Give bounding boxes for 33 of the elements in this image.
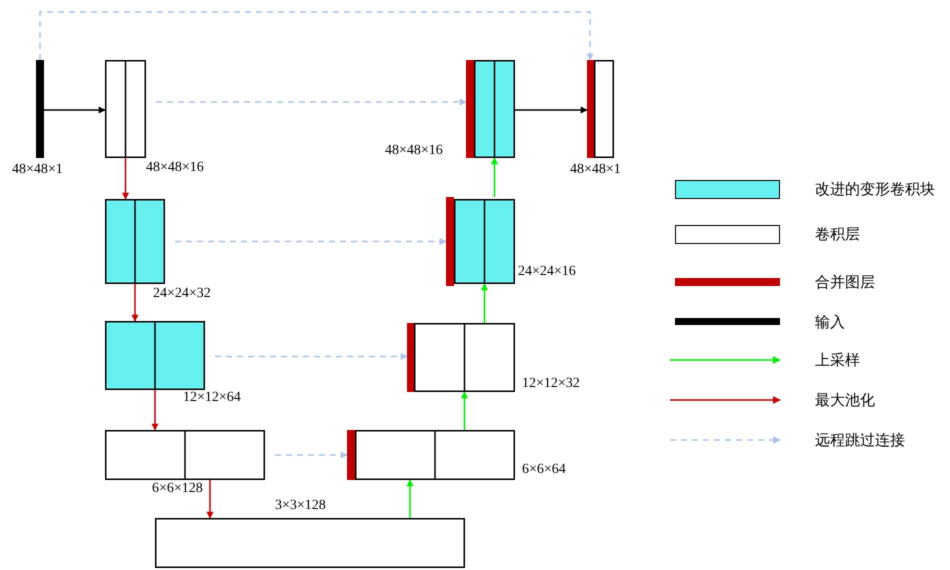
legend-label: 远程跳过连接	[815, 431, 905, 449]
arrow	[515, 106, 588, 114]
skip-connection-arrow	[215, 353, 408, 360]
skip-connection-arrow	[175, 238, 447, 245]
merged-conv-block	[466, 60, 515, 158]
conv-block	[105, 60, 146, 158]
skip-connection-arrow	[39, 11, 594, 61]
arrow	[206, 480, 214, 519]
conv-block	[105, 430, 265, 480]
merged-conv-block	[587, 60, 614, 158]
legend-label: 上采样	[815, 351, 860, 369]
arrow	[132, 284, 138, 322]
skip-connection-arrow	[275, 452, 348, 458]
arrow	[122, 158, 129, 200]
arrow	[461, 391, 468, 430]
legend-label: 输入	[815, 312, 845, 330]
arrow	[44, 106, 106, 114]
conv-block	[105, 321, 205, 390]
input-bar	[36, 60, 44, 158]
merged-conv-block	[407, 323, 515, 392]
arrow	[406, 479, 414, 518]
arrow	[152, 390, 158, 431]
conv-block	[105, 199, 165, 284]
legend-label: 最大池化	[815, 391, 875, 409]
merged-conv-block	[446, 197, 515, 286]
merged-conv-block	[347, 430, 515, 480]
conv-block	[155, 518, 465, 568]
legend-label: 改进的变形卷积块	[815, 180, 935, 198]
arrow	[491, 157, 498, 197]
arrow	[481, 283, 488, 323]
legend-label: 卷积层	[815, 225, 860, 243]
skip-connection-arrow	[156, 98, 467, 106]
legend-label: 合并图层	[815, 273, 875, 291]
